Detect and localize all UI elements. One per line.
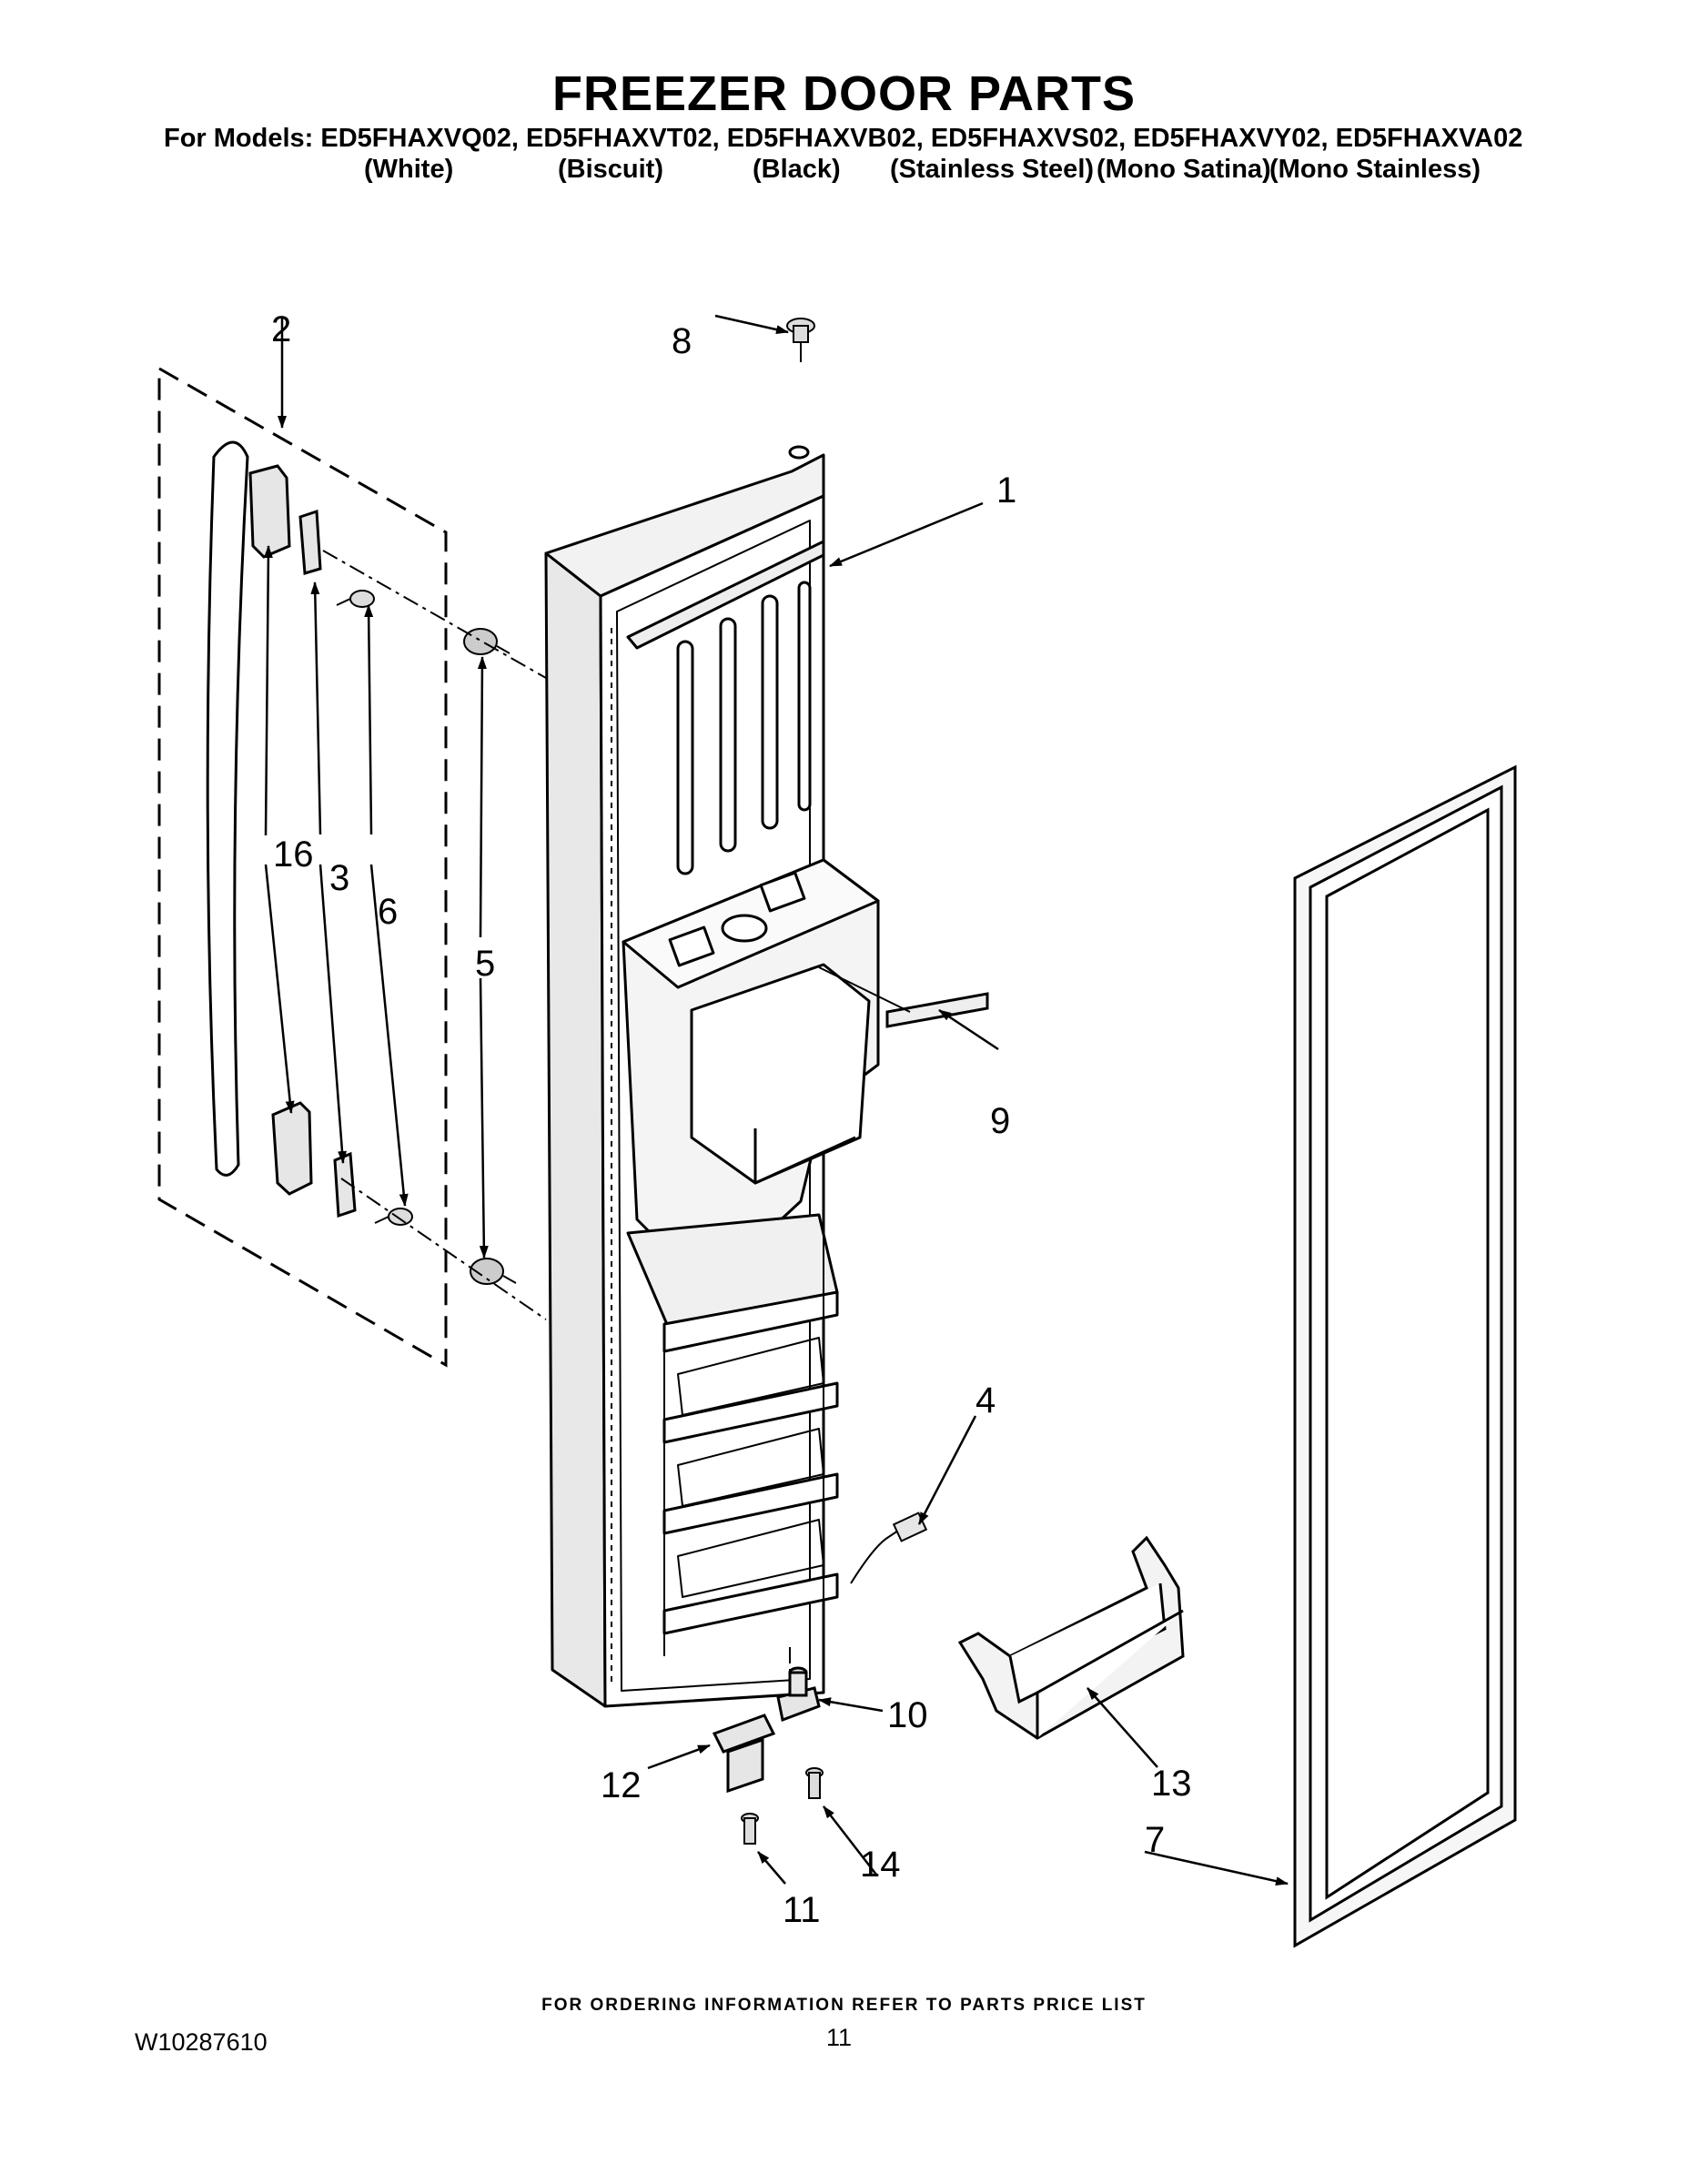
hinge-bracket — [712, 1714, 776, 1794]
door-gasket — [1293, 764, 1517, 1948]
callout-7: 7 — [1145, 1820, 1165, 1860]
callout-5: 5 — [475, 944, 495, 984]
callout-4: 4 — [975, 1380, 996, 1421]
handle-assembly-outline — [157, 366, 448, 1368]
color-mono-stainless: (Mono Stainless) — [1269, 155, 1481, 184]
callout-2: 2 — [271, 309, 291, 349]
callout-16: 16 — [273, 834, 314, 875]
color-biscuit: (Biscuit) — [558, 155, 663, 184]
hinge-screw-11 — [741, 1813, 759, 1845]
callout-9: 9 — [990, 1101, 1010, 1141]
color-black: (Black) — [753, 155, 841, 184]
freezer-door — [544, 445, 880, 1708]
wire-harness — [850, 1512, 928, 1584]
hinge-screw-14 — [805, 1767, 824, 1799]
callout-3: 3 — [329, 858, 349, 898]
color-white: (White) — [364, 155, 454, 184]
ordering-note: FOR ORDERING INFORMATION REFER TO PARTS … — [541, 1996, 1147, 2015]
hinge-pin-plug — [786, 318, 815, 362]
document-number: W10287610 — [135, 2028, 268, 2056]
screw-upper — [336, 590, 375, 608]
upper-handle-mount — [248, 464, 322, 575]
lower-hinge — [776, 1666, 821, 1723]
callout-14: 14 — [860, 1845, 901, 1885]
dispenser-trim — [885, 992, 989, 1028]
callout-8: 8 — [672, 321, 692, 361]
page-title: FREEZER DOOR PARTS — [551, 66, 1137, 121]
callout-6: 6 — [378, 892, 398, 932]
callout-10: 10 — [887, 1695, 928, 1735]
door-bin — [957, 1535, 1185, 1740]
stud-upper — [463, 628, 510, 655]
callout-12: 12 — [601, 1765, 642, 1805]
page-number: 11 — [826, 2024, 853, 2051]
color-mono-satina: (Mono Satina) — [1097, 155, 1271, 184]
callout-1: 1 — [996, 470, 1016, 511]
callout-11: 11 — [783, 1890, 821, 1930]
color-stainless-steel: (Stainless Steel) — [890, 155, 1095, 184]
callout-13: 13 — [1151, 1764, 1192, 1804]
handle — [206, 440, 249, 1177]
leader-arrows — [263, 314, 1289, 1886]
stud-lower — [470, 1258, 517, 1285]
models-line: For Models: ED5FHAXVQ02, ED5FHAXVT02, ED… — [164, 124, 1523, 153]
screw-lower — [374, 1208, 413, 1226]
lower-handle-mount — [271, 1101, 357, 1218]
